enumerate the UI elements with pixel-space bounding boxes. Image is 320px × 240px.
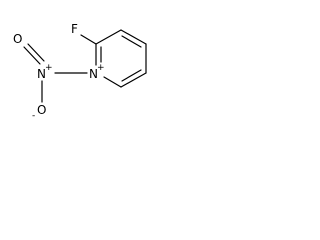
bond-c2-f	[80, 34, 97, 45]
bond-c6-n1	[103, 76, 122, 88]
atom-oxygen-double-label: O	[13, 32, 22, 46]
molecule-diagram: F N + N + O O -	[0, 0, 155, 120]
atom-oxygen-single-label: O	[37, 103, 46, 117]
bond-c3-c4	[120, 29, 147, 45]
atom-ring-nitrogen-label: N	[89, 67, 98, 81]
bond-nitro-o-double-2	[27, 43, 45, 62]
bond-c5-c6-inner	[121, 69, 142, 82]
atom-fluorine-label: F	[71, 22, 78, 36]
nitro-nitrogen-charge: +	[45, 63, 53, 73]
ring-nitrogen-charge: +	[97, 63, 105, 73]
oxygen-single-charge: -	[32, 111, 35, 120]
molecule-svg: F N + N + O O -	[13, 22, 147, 120]
atom-nitro-nitrogen-label: N	[37, 67, 46, 81]
bond-c5-c6	[120, 72, 147, 88]
bond-nitro-o-double	[23, 46, 41, 65]
bond-c2-c3	[95, 29, 122, 45]
bond-c3-c4-inner	[121, 35, 142, 48]
